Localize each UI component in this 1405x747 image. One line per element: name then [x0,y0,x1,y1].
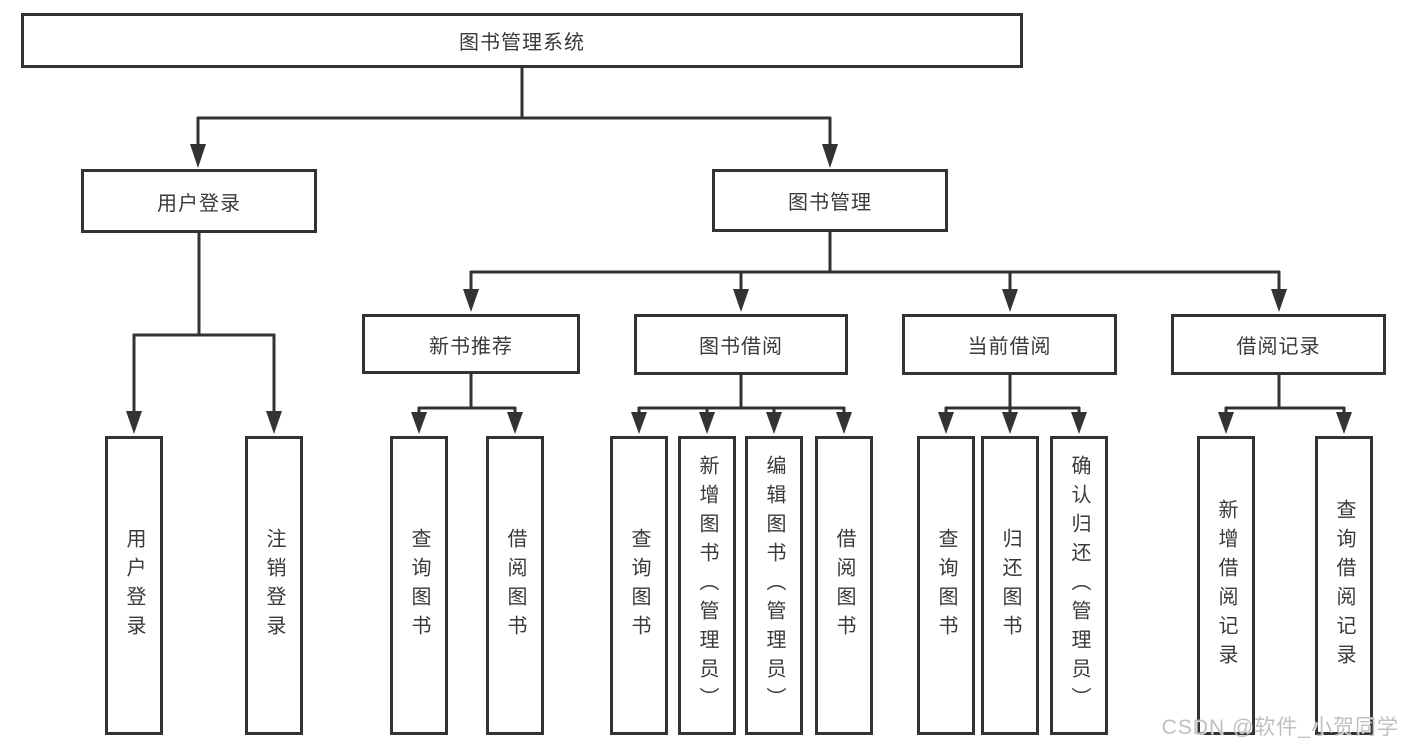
leaf-add-borrow-record: 新增借阅记录 [1197,436,1255,735]
node-root-label: 图书管理系统 [459,32,585,54]
leaf-query-books-recommend: 查询图书 [390,436,448,735]
leaf-confirm-return-admin: 确认归还（管理员） [1050,436,1108,735]
node-current-borrow-label: 当前借阅 [967,336,1052,358]
leaf-edit-books-admin-label: 编辑图书（管理员） [763,455,785,716]
leaf-edit-books-admin: 编辑图书（管理员） [745,436,803,735]
leaf-return-books-label: 归还图书 [999,527,1021,644]
leaf-query-books-current-label: 查询图书 [935,527,957,644]
leaf-confirm-return-admin-label: 确认归还（管理员） [1068,455,1090,716]
leaf-add-books-admin: 新增图书（管理员） [678,436,736,735]
leaf-query-books-recommend-label: 查询图书 [408,527,430,644]
leaf-return-books: 归还图书 [981,436,1039,735]
leaf-query-books-current: 查询图书 [917,436,975,735]
node-borrow-record: 借阅记录 [1171,314,1386,375]
leaf-borrow-books-recommend: 借阅图书 [486,436,544,735]
leaf-user-login-label: 用户登录 [123,527,145,644]
leaf-query-borrow-record-label: 查询借阅记录 [1333,498,1355,673]
leaf-user-login: 用户登录 [105,436,163,735]
leaf-add-borrow-record-label: 新增借阅记录 [1215,498,1237,673]
leaf-query-books-borrow-label: 查询图书 [628,527,650,644]
leaf-borrow-books-label: 借阅图书 [833,527,855,644]
csdn-watermark: CSDN @软件_小贺同学 [1161,716,1399,739]
node-book-management-label: 图书管理 [788,192,872,214]
node-new-book-recommend: 新书推荐 [362,314,580,374]
leaf-query-borrow-record: 查询借阅记录 [1315,436,1373,735]
node-book-borrow: 图书借阅 [634,314,848,375]
leaf-add-books-admin-label: 新增图书（管理员） [696,455,718,716]
leaf-borrow-books-recommend-label: 借阅图书 [504,527,526,644]
node-user-login: 用户登录 [81,169,317,233]
node-borrow-record-label: 借阅记录 [1236,336,1321,358]
node-book-borrow-label: 图书借阅 [699,336,783,358]
node-user-login-label: 用户登录 [157,192,241,215]
node-root: 图书管理系统 [21,13,1023,68]
leaf-logout: 注销登录 [245,436,303,735]
leaf-borrow-books: 借阅图书 [815,436,873,735]
leaf-query-books-borrow: 查询图书 [610,436,668,735]
node-book-management: 图书管理 [712,169,948,232]
node-new-book-recommend-label: 新书推荐 [429,335,513,358]
leaf-logout-label: 注销登录 [263,527,285,644]
node-current-borrow: 当前借阅 [902,314,1117,375]
